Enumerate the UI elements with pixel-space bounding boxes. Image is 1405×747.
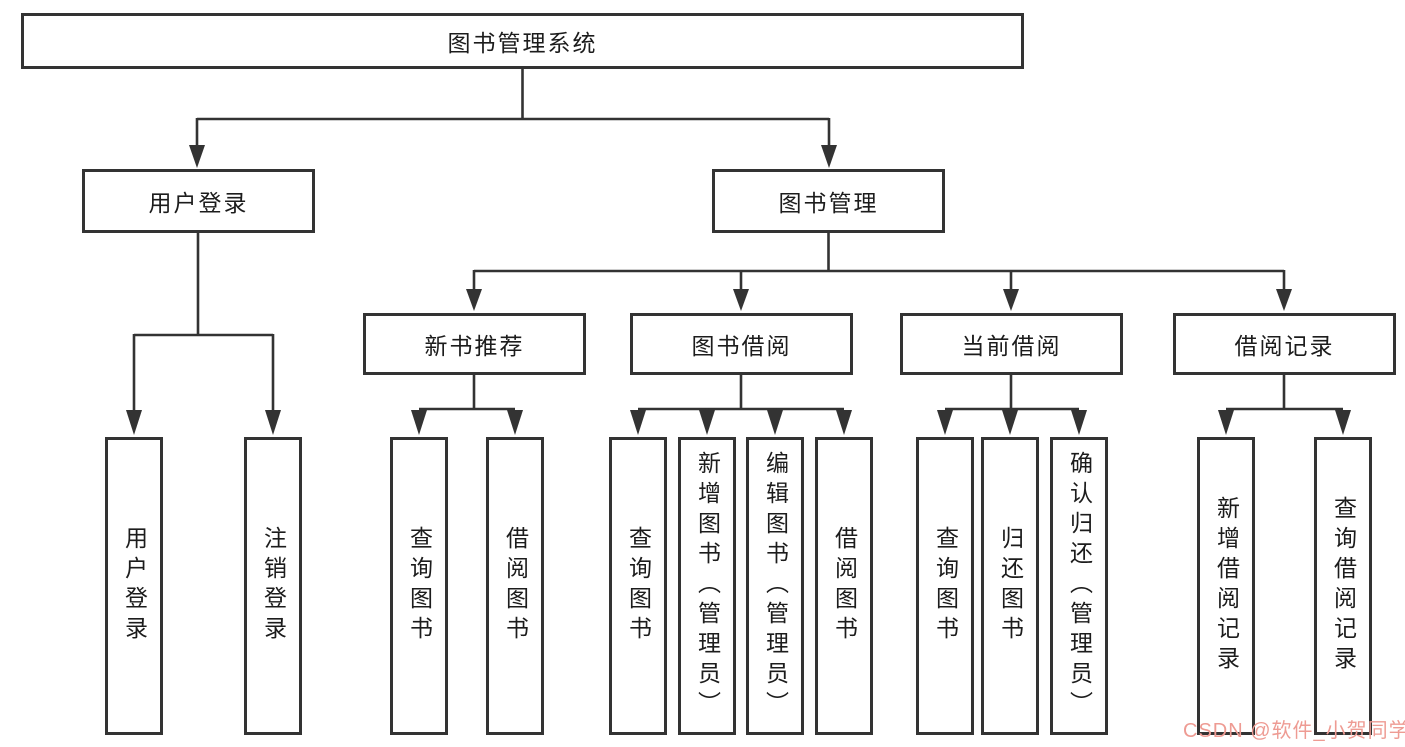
leaf-query-borrow-record: 查询借阅记录 bbox=[1314, 437, 1372, 735]
node-label: 当前借阅 bbox=[961, 333, 1062, 359]
node-label: 图书借阅 bbox=[691, 333, 792, 359]
leaf-query-books-recommend: 查询图书 bbox=[390, 437, 448, 735]
leaf-label: 查询借阅记录 bbox=[1330, 496, 1357, 676]
node-label: 图书管理 bbox=[778, 190, 879, 216]
leaf-logout: 注销登录 bbox=[244, 437, 302, 735]
leaf-confirm-return-admin: 确认归还（管理员） bbox=[1050, 437, 1108, 735]
leaf-label: 查询图书 bbox=[932, 526, 959, 646]
arrowheads bbox=[126, 145, 1351, 435]
leaf-label: 借阅图书 bbox=[831, 526, 858, 646]
leaf-borrow-books-recommend: 借阅图书 bbox=[486, 437, 544, 735]
leaf-add-books-admin: 新增图书（管理员） bbox=[678, 437, 736, 735]
leaf-query-books-borrowing: 查询图书 bbox=[609, 437, 667, 735]
leaf-label: 查询图书 bbox=[625, 526, 652, 646]
leaf-return-books: 归还图书 bbox=[981, 437, 1039, 735]
node-label: 新书推荐 bbox=[424, 333, 525, 359]
node-borrow-records: 借阅记录 bbox=[1173, 313, 1396, 375]
node-root-system: 图书管理系统 bbox=[21, 13, 1024, 69]
leaf-label: 用户登录 bbox=[121, 526, 148, 646]
leaf-query-books-current: 查询图书 bbox=[916, 437, 974, 735]
node-label: 借阅记录 bbox=[1234, 333, 1335, 359]
node-label: 用户登录 bbox=[148, 190, 249, 216]
leaf-label: 新增借阅记录 bbox=[1213, 496, 1240, 676]
node-book-management: 图书管理 bbox=[712, 169, 945, 233]
leaf-label: 编辑图书（管理员） bbox=[762, 451, 789, 721]
leaf-add-borrow-record: 新增借阅记录 bbox=[1197, 437, 1255, 735]
leaf-label: 归还图书 bbox=[997, 526, 1024, 646]
leaf-label: 注销登录 bbox=[260, 526, 287, 646]
leaf-edit-books-admin: 编辑图书（管理员） bbox=[746, 437, 804, 735]
leaf-user-login: 用户登录 bbox=[105, 437, 163, 735]
node-label: 图书管理系统 bbox=[447, 30, 598, 56]
node-new-book-recommend: 新书推荐 bbox=[363, 313, 586, 375]
node-book-borrowing: 图书借阅 bbox=[630, 313, 853, 375]
node-current-borrowing: 当前借阅 bbox=[900, 313, 1123, 375]
node-user-login: 用户登录 bbox=[82, 169, 315, 233]
leaf-label: 确认归还（管理员） bbox=[1066, 451, 1093, 721]
leaf-borrow-books: 借阅图书 bbox=[815, 437, 873, 735]
leaf-label: 新增图书（管理员） bbox=[694, 451, 721, 721]
leaf-label: 查询图书 bbox=[406, 526, 433, 646]
watermark: CSDN @软件_小贺同学 bbox=[1183, 720, 1405, 742]
leaf-label: 借阅图书 bbox=[502, 526, 529, 646]
